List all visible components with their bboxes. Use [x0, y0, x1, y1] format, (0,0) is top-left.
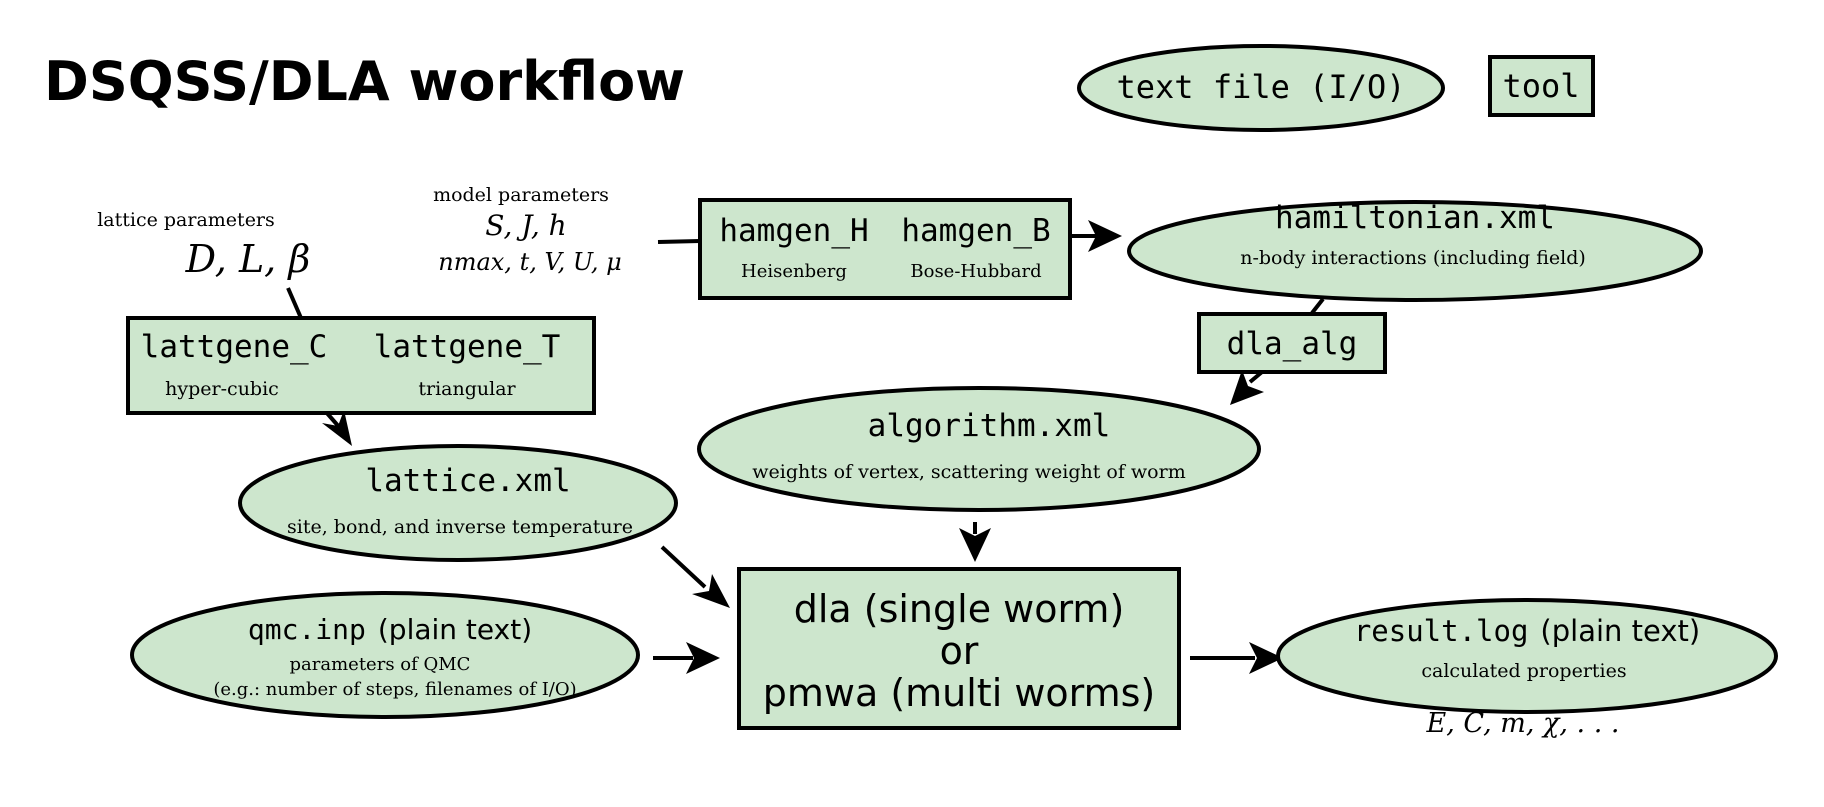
arrowhead-algorithm	[1230, 370, 1264, 405]
legend-file-ellipse	[1077, 44, 1445, 132]
lattice-file: lattice.xml site, bond, and inverse temp…	[238, 444, 678, 562]
arrowhead-main-left	[686, 642, 720, 674]
main-tool: dla (single worm) or pmwa (multi worms)	[737, 567, 1181, 730]
lattgene-c-label: lattgene_C	[141, 329, 328, 365]
result-math: E, C, m, χ, . . .	[1426, 708, 1620, 739]
hamiltonian-label: hamiltonian.xml	[1275, 200, 1555, 236]
main-line-1: dla (single worm)	[794, 587, 1125, 631]
legend-tool-box	[1488, 55, 1595, 117]
qmc-desc-1: parameters of QMC	[290, 654, 471, 675]
hamiltonian-file: hamiltonian.xml n-body interactions (inc…	[1127, 200, 1703, 302]
hamiltonian-desc: n-body interactions (including field)	[1240, 247, 1586, 269]
hamiltonian-ellipse	[1127, 200, 1703, 302]
hamgen-b-desc: Bose-Hubbard	[910, 261, 1041, 282]
lattice-params-math: D, L, β	[185, 237, 311, 281]
edge-lattice-to-main	[660, 545, 707, 589]
legend-tool-label: tool	[1502, 67, 1579, 105]
lattice-params-label: lattice parameters	[97, 209, 275, 231]
edge-model-to-hamgen	[657, 239, 701, 244]
edge-hamiltonian-to-dla-alg	[1310, 297, 1325, 315]
algorithm-label: algorithm.xml	[868, 408, 1111, 444]
qmc-desc-2: (e.g.: number of steps, filenames of I/O…	[213, 679, 576, 700]
lattice-desc: site, bond, and inverse temperature	[287, 516, 633, 538]
result-name: result.log	[1354, 614, 1529, 648]
qmc-ellipse	[130, 591, 640, 719]
page-title: DSQSS/DLA workflow	[44, 50, 685, 113]
lattgene-box	[126, 316, 596, 415]
qmc-name: qmc.inp	[248, 613, 366, 646]
arrowhead-result	[1249, 642, 1283, 674]
main-box	[737, 567, 1181, 730]
arrowhead-main-top	[959, 528, 991, 562]
model-params-math-1: S, J, h	[485, 209, 566, 242]
qmc-suffix: (plain text)	[378, 613, 532, 646]
hamgen-h-desc: Heisenberg	[741, 261, 847, 282]
dla-alg-tool: dla_alg	[1197, 312, 1387, 374]
qmc-title: qmc.inp (plain text)	[248, 613, 532, 646]
edges	[286, 220, 1325, 674]
result-title: result.log (plain text)	[1354, 614, 1700, 648]
hamgen-box	[698, 198, 1072, 300]
result-suffix: (plain text)	[1540, 614, 1700, 648]
result-ellipse	[1276, 598, 1778, 714]
lattice-ellipse	[238, 444, 678, 562]
hamgen-h-label: hamgen_H	[719, 213, 868, 249]
hamgen-tool: hamgen_H Heisenberg hamgen_B Bose-Hubbar…	[698, 198, 1072, 300]
edge-lattice-params-to-lattgene	[286, 287, 303, 319]
lattgene-c-desc: hyper-cubic	[165, 378, 279, 400]
arrowhead-main-upper-left	[692, 574, 730, 608]
hamgen-b-label: hamgen_B	[901, 213, 1050, 249]
model-params-label: model parameters	[433, 184, 609, 206]
lattgene-t-label: lattgene_T	[374, 329, 561, 365]
legend-file-label: text file (I/O)	[1117, 68, 1406, 106]
result-file: result.log (plain text) calculated proper…	[1276, 598, 1778, 714]
result-desc: calculated properties	[1421, 660, 1626, 682]
algorithm-file: algorithm.xml weights of vertex, scatter…	[697, 386, 1261, 512]
model-params-math-2: nmax, t, V, U, μ	[438, 248, 622, 276]
lattgene-tool: lattgene_C hyper-cubic lattgene_T triang…	[126, 316, 596, 415]
qmc-file: qmc.inp (plain text) parameters of QMC (e…	[130, 591, 640, 719]
main-line-3: pmwa (multi worms)	[763, 671, 1156, 715]
algorithm-desc: weights of vertex, scattering weight of …	[752, 461, 1185, 483]
lattice-label: lattice.xml	[365, 463, 570, 499]
dla-alg-label: dla_alg	[1227, 326, 1358, 362]
dla-alg-box	[1197, 312, 1387, 374]
lattgene-t-desc: triangular	[418, 378, 516, 400]
main-line-2: or	[940, 629, 979, 673]
algorithm-ellipse	[697, 386, 1261, 512]
legend: text file (I/O) tool	[1077, 44, 1595, 132]
arrowhead-lattice	[322, 410, 352, 446]
arrowhead-hamiltonian	[1088, 220, 1122, 252]
